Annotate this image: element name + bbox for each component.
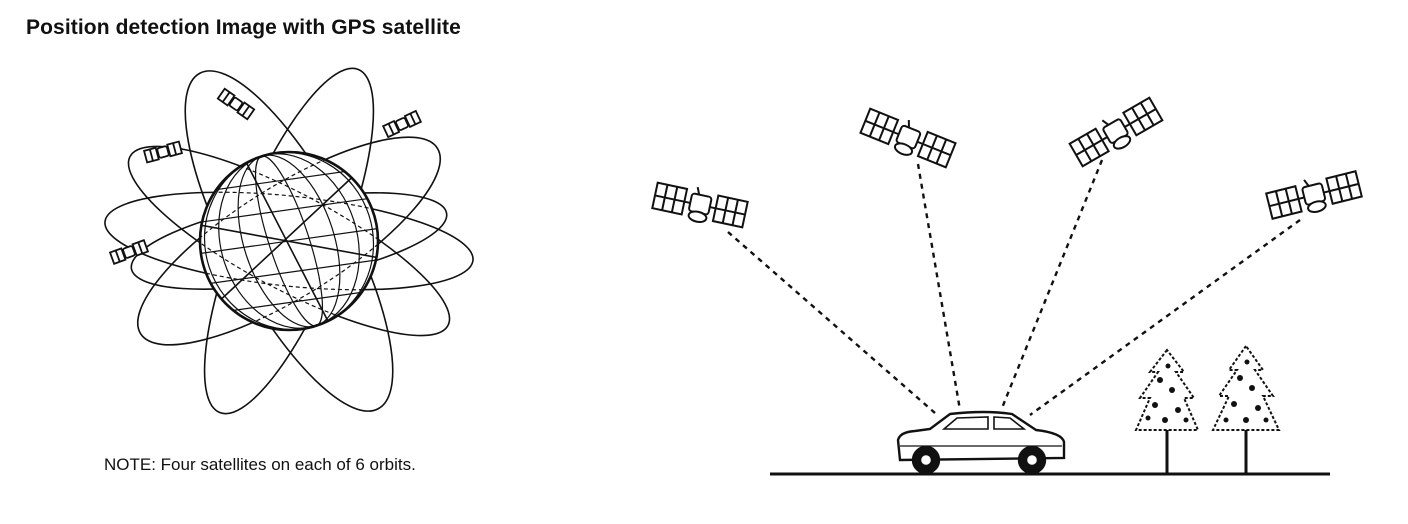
tree-icon [1213,346,1279,474]
tree-icon [1136,350,1198,474]
signal-lines [728,160,1300,415]
signal-line [728,232,935,413]
satellite-icon [1265,167,1362,222]
satellite-icon [859,105,957,171]
satellite-icon [1068,94,1165,169]
satellite-icon [651,179,748,231]
signal-line [1002,160,1102,408]
satellite-icon [110,240,148,264]
car-icon [898,412,1064,473]
signal-line [918,164,960,410]
satellite-icon [383,111,421,137]
satellite-icon [144,142,182,163]
satellite-icon [218,89,254,119]
